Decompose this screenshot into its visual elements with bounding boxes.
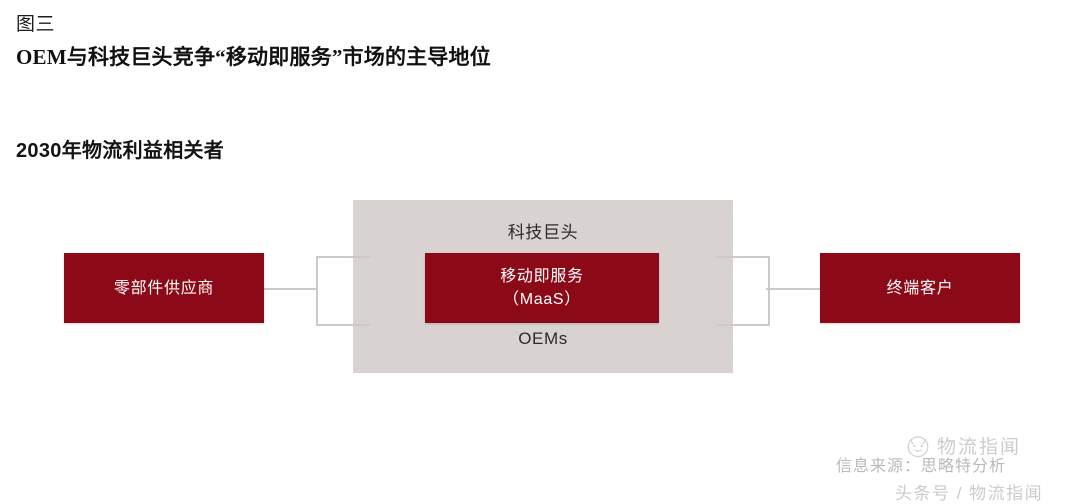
connector-line-right — [766, 288, 822, 290]
maas-box: 移动即服务 （MaaS） — [425, 253, 659, 323]
connector-bracket-left — [316, 256, 370, 326]
figure-label: 图三 — [16, 14, 56, 35]
customer-box: 终端客户 — [820, 253, 1020, 323]
section-subtitle: 2030年物流利益相关者 — [16, 140, 225, 162]
page-title: OEM与科技巨头竞争“移动即服务”市场的主导地位 — [16, 45, 491, 69]
connector-line-left — [264, 288, 318, 290]
oems-label: OEMs — [518, 329, 568, 348]
supplier-box-label: 零部件供应商 — [113, 279, 215, 297]
connector-bracket-right — [716, 256, 770, 326]
maas-box-label-line2: （MaaS） — [503, 291, 581, 308]
supplier-box: 零部件供应商 — [64, 253, 264, 323]
customer-box-label: 终端客户 — [886, 279, 954, 297]
maas-box-label-line1: 移动即服务 — [500, 268, 584, 285]
tech-giants-label: 科技巨头 — [507, 223, 579, 242]
